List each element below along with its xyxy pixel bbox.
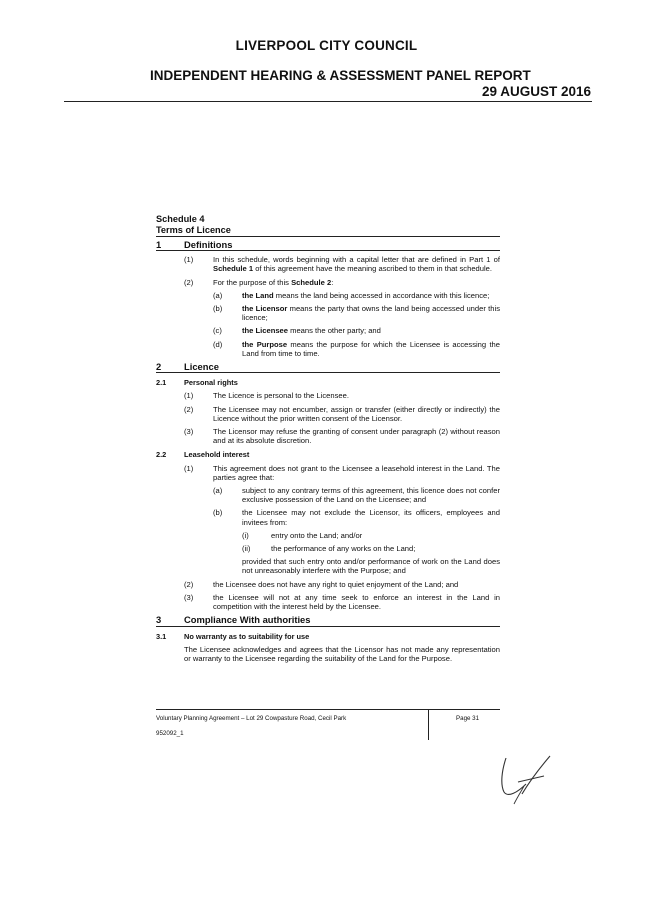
- clause-text-part: In this schedule, words beginning with a…: [213, 255, 500, 265]
- subsection-heading: 3.1 No warranty as to suitability for us…: [156, 632, 500, 641]
- section-heading: 1 Definitions: [156, 236, 500, 252]
- item-text: the Land means the land being accessed i…: [242, 291, 500, 300]
- clause-label: (3): [184, 592, 194, 602]
- clause-label: (1): [184, 463, 194, 473]
- clause-text: the Licensee will not at any time seek t…: [213, 592, 500, 612]
- clause: (3) The Licensor may refuse the granting…: [184, 427, 500, 445]
- clause-text: The Licensee may not encumber, assign or…: [213, 404, 500, 423]
- paragraph: The Licensee acknowledges and agrees tha…: [184, 644, 500, 663]
- clause-label: (2): [184, 277, 194, 287]
- clause: (2) the Licensee does not have any right…: [184, 580, 500, 589]
- clause-label: (3): [184, 427, 194, 437]
- definition-item: (c) the Licensee means the other party; …: [213, 326, 500, 335]
- signature-initials: [501, 755, 551, 805]
- clause-text-tail: of this agreement have the meaning ascri…: [253, 264, 493, 274]
- item-label: (b): [213, 508, 223, 518]
- clause-item: (a) subject to any contrary terms of thi…: [213, 486, 500, 504]
- subitem-text: the performance of any works on the Land…: [271, 544, 416, 554]
- item-label: (c): [213, 326, 222, 336]
- subsection-title: No warranty as to suitability for use: [184, 631, 310, 641]
- definition-text: means the purpose for which the Licensee…: [242, 339, 500, 358]
- clause-bold: Schedule 2: [291, 277, 332, 287]
- page-number: Page 31: [456, 715, 480, 722]
- subsection-heading: 2.2 Leasehold interest: [156, 450, 500, 459]
- definition-item: (b) the Licensor means the party that ow…: [213, 304, 500, 322]
- clause-text: The Licence is personal to the Licensee.: [213, 391, 349, 401]
- clause-label: (2): [184, 579, 194, 589]
- item-label: (b): [213, 304, 223, 314]
- section-heading: 2 Licence: [156, 361, 500, 374]
- clause-text: The Licensor may refuse the granting of …: [213, 427, 500, 446]
- defined-term: the Land: [242, 290, 274, 300]
- clause-subitem: (ii) the performance of any works on the…: [242, 544, 500, 553]
- defined-term: the Purpose: [242, 339, 288, 349]
- section-heading: 3 Compliance With authorities: [156, 614, 500, 627]
- report-title: INDEPENDENT HEARING & ASSESSMENT PANEL R…: [150, 68, 531, 83]
- subsection-number: 2.2: [156, 450, 167, 460]
- subitem-label: (ii): [242, 544, 251, 554]
- item-text: the Purpose means the purpose for which …: [242, 340, 500, 358]
- clause: (2) For the purpose of this Schedule 2:: [184, 278, 500, 287]
- proviso-text: provided that such entry onto and/or per…: [242, 557, 500, 576]
- defined-term: the Licensor: [242, 304, 288, 314]
- definition-text: means the party that owns the land being…: [242, 304, 500, 323]
- subitem-label: (i): [242, 530, 249, 540]
- clause-label: (1): [184, 391, 194, 401]
- item-label: (d): [213, 339, 223, 349]
- clause: (3) the Licensee will not at any time se…: [184, 593, 500, 611]
- clause-text: In this schedule, words beginning with a…: [213, 255, 500, 273]
- clause-label: (1): [184, 255, 194, 265]
- clause-text: This agreement does not grant to the Lic…: [213, 463, 500, 482]
- schedule-title: Schedule 4: [156, 214, 205, 224]
- defined-term: the Licensee: [242, 326, 289, 336]
- page-footer: Voluntary Planning Agreement – Lot 29 Co…: [156, 709, 500, 740]
- item-label: (a): [213, 486, 223, 496]
- council-name: LIVERPOOL CITY COUNCIL: [235, 38, 418, 53]
- subsection-title: Leasehold interest: [184, 450, 250, 460]
- clause-text-tail: :: [331, 277, 334, 287]
- schedule-subtitle: Terms of Licence: [156, 225, 231, 235]
- clause-label: (2): [184, 404, 194, 414]
- subsection-number: 3.1: [156, 631, 167, 641]
- subsection-heading: 2.1 Personal rights: [156, 378, 500, 387]
- clause: (1) In this schedule, words beginning wi…: [184, 255, 500, 273]
- section-title: Definitions: [184, 239, 233, 250]
- clause-text: For the purpose of this Schedule 2:: [213, 278, 500, 287]
- footer-divider: [428, 710, 429, 740]
- clause: (1) This agreement does not grant to the…: [184, 464, 500, 482]
- subsection-title: Personal rights: [184, 378, 238, 388]
- clause-item: (b) the Licensee may not exclude the Lic…: [213, 508, 500, 526]
- definition-item: (a) the Land means the land being access…: [213, 291, 500, 300]
- item-text: the Licensee means the other party; and: [242, 326, 500, 335]
- proviso: provided that such entry onto and/or per…: [242, 557, 500, 575]
- subsection-number: 2.1: [156, 378, 167, 388]
- definition-text: means the land being accessed in accorda…: [273, 290, 490, 300]
- definition-item: (d) the Purpose means the purpose for wh…: [213, 340, 500, 358]
- section-title: Licence: [184, 361, 219, 373]
- item-text: subject to any contrary terms of this ag…: [242, 486, 500, 505]
- item-label: (a): [213, 290, 223, 300]
- document-id: 952092_1: [156, 730, 184, 737]
- item-text: the Licensee may not exclude the Licenso…: [242, 508, 500, 527]
- report-date: 29 AUGUST 2016: [481, 84, 591, 99]
- header-rule: [64, 101, 592, 102]
- section-number: 2: [156, 361, 162, 373]
- section-title: Compliance With authorities: [184, 614, 311, 626]
- definition-text: means the other party; and: [288, 326, 381, 336]
- item-text: the Licensor means the party that owns t…: [242, 304, 500, 322]
- subitem-text: entry onto the Land; and/or: [271, 530, 363, 540]
- clause: (1) The Licence is personal to the Licen…: [184, 391, 500, 400]
- clause: (2) The Licensee may not encumber, assig…: [184, 405, 500, 423]
- section-number: 1: [156, 239, 162, 250]
- document-body: Schedule 4 Terms of Licence 1 Definition…: [156, 214, 500, 663]
- clause-subitem: (i) entry onto the Land; and/or: [242, 531, 500, 540]
- clause-text: the Licensee does not have any right to …: [213, 579, 459, 589]
- section-number: 3: [156, 614, 162, 626]
- footer-title: Voluntary Planning Agreement – Lot 29 Co…: [156, 715, 347, 722]
- clause-text-part: For the purpose of this: [213, 277, 292, 287]
- clause-bold: Schedule 1: [213, 264, 254, 274]
